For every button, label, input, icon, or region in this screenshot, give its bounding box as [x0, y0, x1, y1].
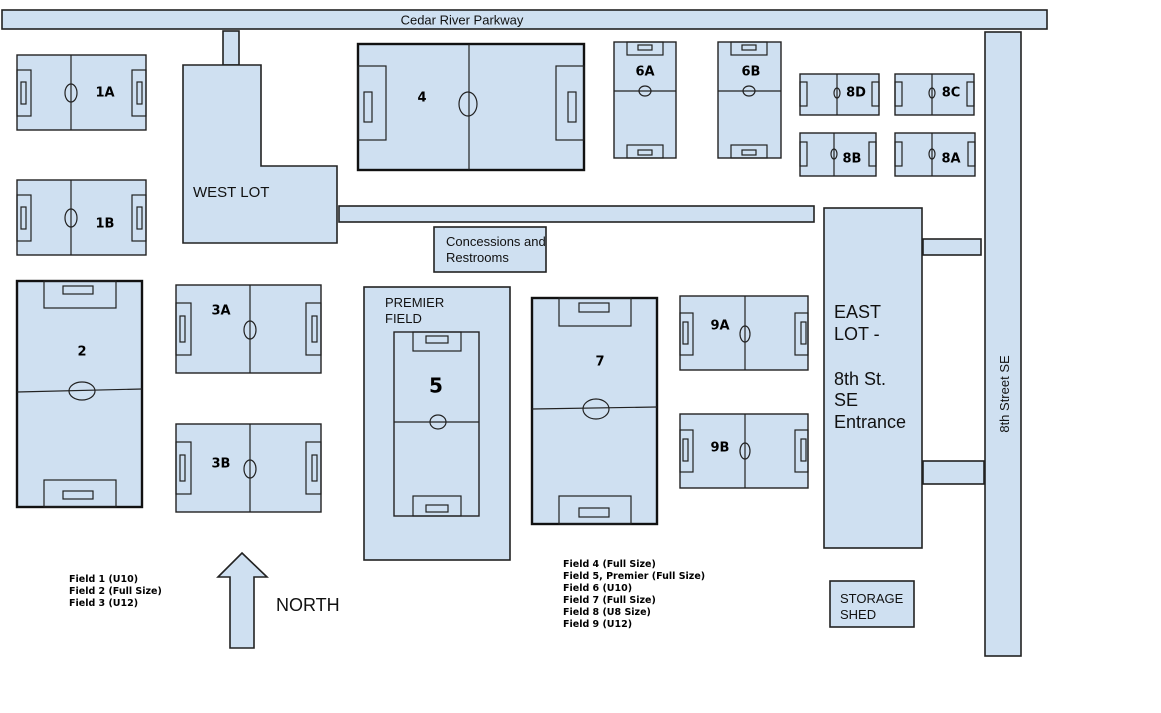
- concessions-label-1: Concessions and: [446, 234, 546, 249]
- field-1b[interactable]: 1B: [16, 179, 147, 256]
- east-lot-label-4: 8th St.: [834, 369, 886, 389]
- north-arrow-icon: [216, 551, 269, 649]
- premier-label-1: PREMIER: [385, 295, 444, 310]
- east-lot-label-1: EAST: [834, 302, 881, 322]
- eighth-street-se: 8th Street SE: [984, 31, 1022, 657]
- field-9a[interactable]: 9A: [679, 295, 809, 371]
- field-3a-label: 3A: [211, 304, 230, 319]
- field-5-label: 5: [429, 374, 443, 398]
- field-2[interactable]: 2: [15, 279, 144, 509]
- west-lot: WEST LOT: [182, 30, 815, 244]
- field-8d-label: 8D: [846, 86, 866, 101]
- east-lot-label-2: LOT -: [834, 324, 880, 344]
- legend-right-item: Field 8 (U8 Size): [563, 607, 651, 618]
- legend-left-item: Field 2 (Full Size): [69, 586, 162, 597]
- legend-left-item: Field 3 (U12): [69, 598, 138, 609]
- legend-right-item: Field 5, Premier (Full Size): [563, 571, 705, 582]
- field-7[interactable]: 7: [530, 296, 659, 526]
- legend-right: Field 4 (Full Size) Field 5, Premier (Fu…: [563, 559, 705, 630]
- field-3a[interactable]: 3A: [175, 284, 322, 374]
- field-1a-label: 1A: [95, 86, 114, 101]
- field-8b-label: 8B: [843, 152, 862, 167]
- field-4[interactable]: 4: [356, 42, 586, 172]
- field-3b-label: 3B: [212, 457, 231, 472]
- field-1a[interactable]: 1A: [16, 54, 147, 131]
- field-9a-label: 9A: [710, 319, 729, 334]
- legend-right-item: Field 6 (U10): [563, 583, 632, 594]
- north-label: NORTH: [276, 595, 340, 615]
- legend-right-item: Field 7 (Full Size): [563, 595, 656, 606]
- field-6b-label: 6B: [742, 65, 761, 80]
- concessions-building: Concessions and Restrooms: [433, 226, 547, 273]
- concessions-label-2: Restrooms: [446, 250, 509, 265]
- legend-right-item: Field 9 (U12): [563, 619, 632, 630]
- street-label: 8th Street SE: [997, 355, 1012, 433]
- field-9b-label: 9B: [711, 441, 730, 456]
- field-7-label: 7: [595, 355, 604, 370]
- field-1b-label: 1B: [96, 217, 115, 232]
- field-2-label: 2: [77, 345, 86, 360]
- field-6b[interactable]: 6B: [717, 41, 782, 159]
- west-lot-label: WEST LOT: [193, 184, 269, 201]
- field-8c[interactable]: 8C: [894, 73, 975, 116]
- storage-label-2: SHED: [840, 607, 876, 622]
- premier-label-2: FIELD: [385, 311, 422, 326]
- field-3b[interactable]: 3B: [175, 423, 322, 513]
- soccer-fields: 1A 1B 2: [15, 41, 976, 526]
- field-8c-label: 8C: [942, 86, 961, 101]
- field-9b[interactable]: 9B: [679, 413, 809, 489]
- field-5[interactable]: 5: [393, 331, 480, 517]
- field-6a-label: 6A: [635, 65, 654, 80]
- storage-label-1: STORAGE: [840, 591, 904, 606]
- east-lot-label-5: SE: [834, 390, 858, 410]
- cedar-river-parkway: Cedar River Parkway: [1, 9, 1048, 30]
- east-lot: EAST LOT - 8th St. SE Entrance: [823, 207, 985, 549]
- field-6a[interactable]: 6A: [613, 41, 677, 159]
- legend-left: Field 1 (U10) Field 2 (Full Size) Field …: [69, 574, 162, 609]
- field-8d[interactable]: 8D: [799, 73, 880, 116]
- storage-shed: STORAGE SHED: [829, 580, 915, 628]
- legend-right-item: Field 4 (Full Size): [563, 559, 656, 570]
- legend-left-item: Field 1 (U10): [69, 574, 138, 585]
- field-8a[interactable]: 8A: [894, 132, 976, 177]
- parkway-label: Cedar River Parkway: [401, 12, 524, 27]
- field-8a-label: 8A: [941, 152, 960, 167]
- field-8b[interactable]: 8B: [799, 132, 877, 177]
- field-4-label: 4: [417, 91, 426, 106]
- east-lot-label-6: Entrance: [834, 412, 906, 432]
